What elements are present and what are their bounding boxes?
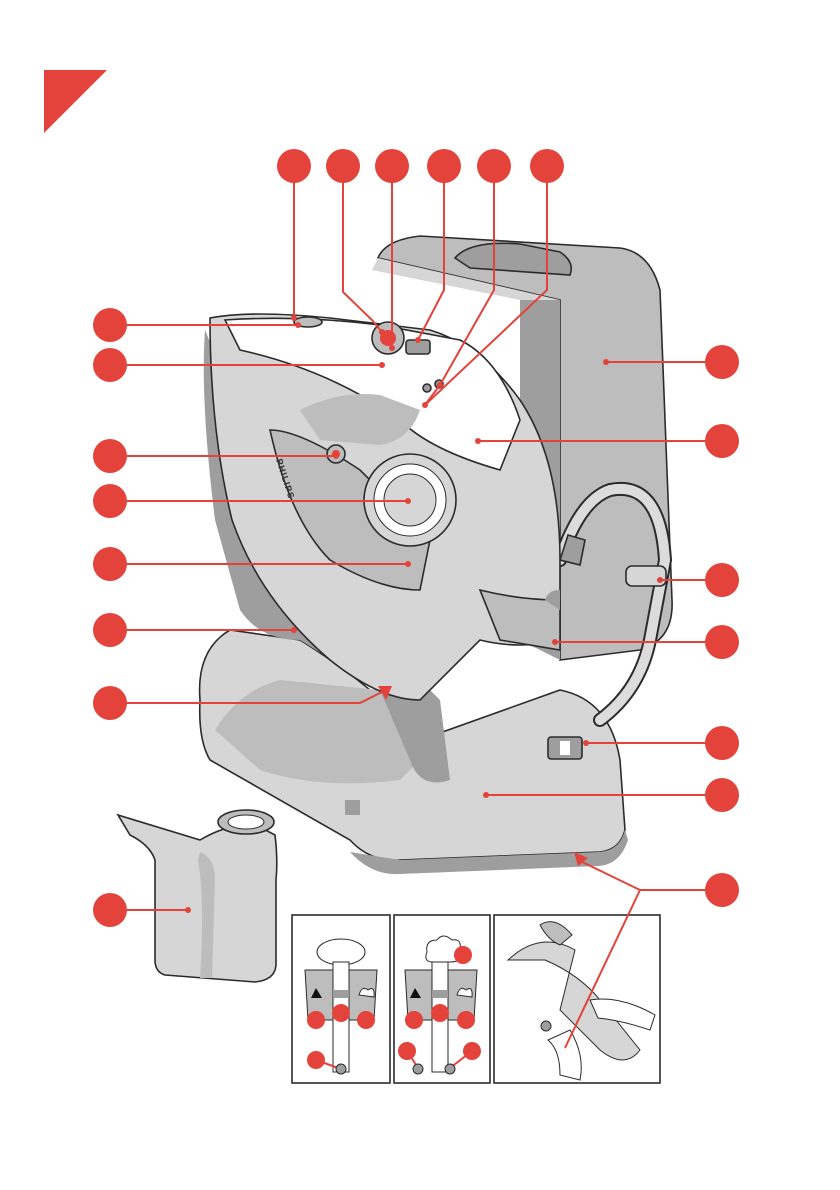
water-jug xyxy=(118,810,277,982)
inset-marker xyxy=(405,1011,423,1029)
inset-marker xyxy=(454,946,472,964)
inset-indicator xyxy=(445,1064,455,1074)
callout-top-6 xyxy=(530,149,564,183)
callout-left-4 xyxy=(93,484,127,518)
callout-top-3 xyxy=(375,149,409,183)
callout-right-7 xyxy=(705,873,739,907)
inset-marker xyxy=(357,1011,375,1029)
inset-marker xyxy=(457,1011,475,1029)
callout-top-4 xyxy=(427,149,461,183)
callout-left-5 xyxy=(93,547,127,581)
corner-triangle-marker xyxy=(44,70,107,133)
callout-left-6 xyxy=(93,613,127,647)
inset-marker xyxy=(307,1011,325,1029)
inset-panel-1 xyxy=(292,915,390,1083)
callout-left-2 xyxy=(93,348,127,382)
inset-marker xyxy=(398,1042,416,1060)
callout-right-5 xyxy=(705,726,739,760)
inset-indicator xyxy=(413,1064,423,1074)
callout-right-4 xyxy=(705,625,739,659)
callout-left-1 xyxy=(93,308,127,342)
callout-top-2 xyxy=(326,149,360,183)
callout-right-1 xyxy=(705,345,739,379)
inset-marker xyxy=(307,1051,325,1069)
inset-marker xyxy=(463,1042,481,1060)
callout-right-6 xyxy=(705,778,739,812)
callout-right-2 xyxy=(705,424,739,458)
callout-right-3 xyxy=(705,563,739,597)
callout-left-3 xyxy=(93,439,127,473)
steam-cloud-icon xyxy=(359,988,374,997)
callout-left-8 xyxy=(93,893,127,927)
inset-marker xyxy=(332,1004,350,1022)
callout-left-7 xyxy=(93,686,127,720)
inset-panel-3 xyxy=(494,915,660,1083)
callout-top-5 xyxy=(477,149,511,183)
inset-indicator xyxy=(336,1064,346,1074)
callout-top-1 xyxy=(277,149,311,183)
inset-marker xyxy=(431,1004,449,1022)
